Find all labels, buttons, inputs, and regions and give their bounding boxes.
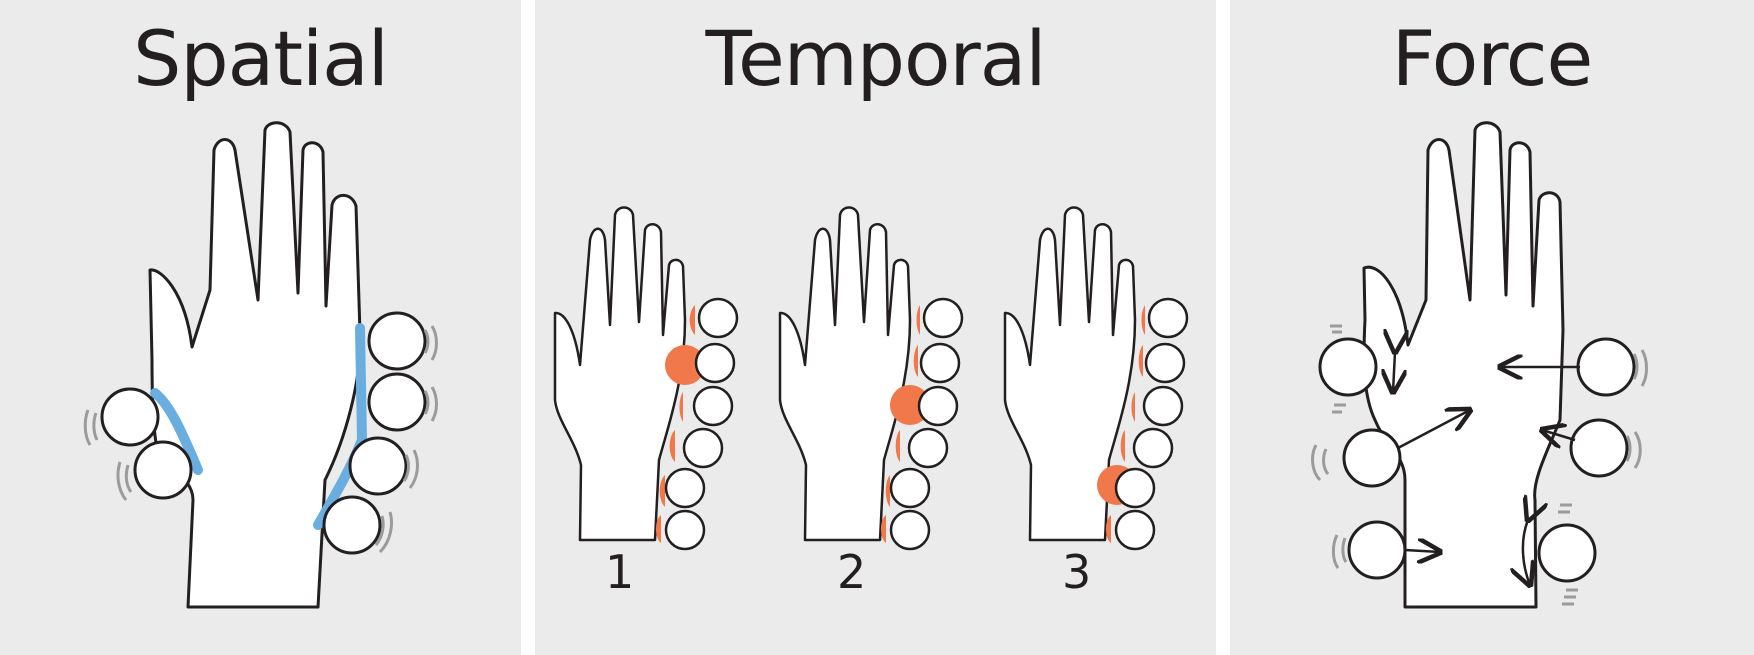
vibration-motor-icon	[1347, 520, 1407, 580]
force-illustration	[1311, 121, 1648, 609]
arrow-icon	[1393, 352, 1395, 392]
temporal-hand-2	[778, 206, 964, 551]
temporal-hand-3	[1003, 206, 1189, 551]
spatial-illustration	[83, 121, 438, 609]
step-1-label: 1	[605, 545, 635, 599]
step-3-label: 3	[1062, 545, 1092, 599]
arrow-icon	[1523, 520, 1530, 585]
force-panel: Force	[1230, 0, 1754, 655]
vibration-motor-icon	[1569, 418, 1629, 478]
vibration-motor-icon	[348, 436, 419, 496]
vibration-motor-icon	[367, 372, 438, 432]
vibration-motor-icon	[1537, 523, 1597, 583]
vibration-motor-icon	[1576, 337, 1636, 397]
temporal-title: Temporal	[705, 14, 1047, 103]
spatial-highlight-right	[313, 323, 368, 530]
vibration-motor-icon	[367, 311, 438, 371]
force-title: Force	[1391, 14, 1594, 103]
vibration-motor-icon	[322, 495, 394, 555]
vibration-motor-icon	[83, 387, 160, 447]
vibration-motor-icon	[116, 440, 193, 501]
vibration-motor-icon	[1318, 337, 1378, 397]
vibration-motor-icon	[1342, 428, 1402, 488]
spatial-panel: Spatial	[0, 0, 521, 655]
temporal-panel: Temporal	[535, 0, 1216, 655]
spatial-title: Spatial	[133, 14, 389, 103]
temporal-illustration	[553, 206, 1189, 551]
temporal-hand-1	[553, 206, 739, 551]
spatial-highlight-left	[150, 388, 203, 475]
step-2-label: 2	[837, 545, 867, 599]
